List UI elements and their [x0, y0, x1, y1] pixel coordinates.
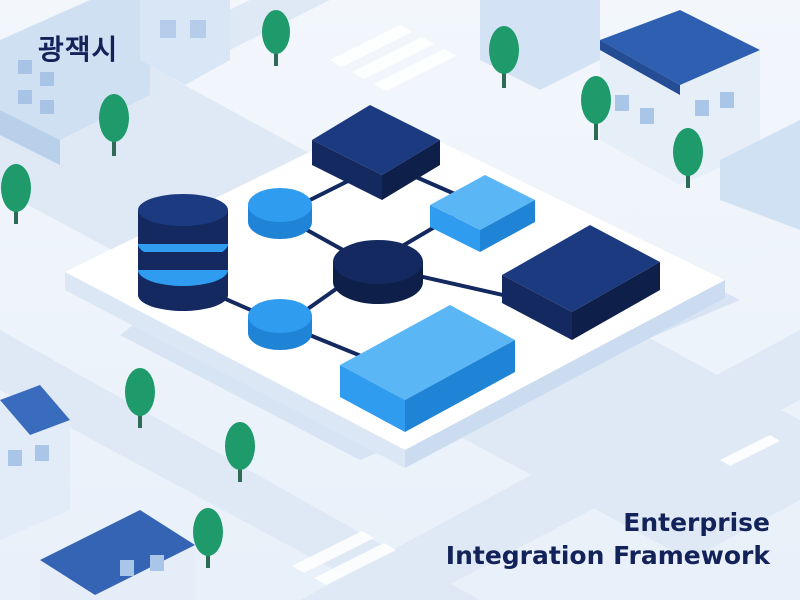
title-line-1: Enterprise [623, 508, 770, 537]
tree-icon-5 [581, 76, 611, 140]
title: Enterprise Integration Framework [446, 506, 770, 572]
node-circle-icon-center [333, 240, 423, 304]
tree-icon-3 [1, 164, 31, 224]
node-circle-icon-bottom [248, 299, 312, 350]
tree-icon-6 [673, 128, 703, 188]
building-bottom-left [0, 385, 195, 600]
title-line-2: Integration Framework [445, 541, 770, 570]
tree-icon-2 [99, 94, 129, 156]
building-top-center [140, 0, 230, 85]
tree-icon-4 [489, 26, 519, 88]
tree-icon-7 [125, 368, 155, 428]
server-block-icon-front [340, 305, 515, 432]
tree-icon-9 [193, 508, 223, 568]
tree-icon-8 [225, 422, 255, 482]
tree-icon-1 [262, 10, 290, 66]
server-block-icon-right-small [430, 175, 535, 252]
road-markings [292, 25, 780, 585]
node-circle-icon-top [248, 188, 312, 239]
city-name: 광잭시 [38, 33, 119, 66]
server-block-icon-top [312, 105, 440, 200]
database-icon [138, 194, 228, 311]
server-block-icon-right-large [502, 225, 660, 340]
